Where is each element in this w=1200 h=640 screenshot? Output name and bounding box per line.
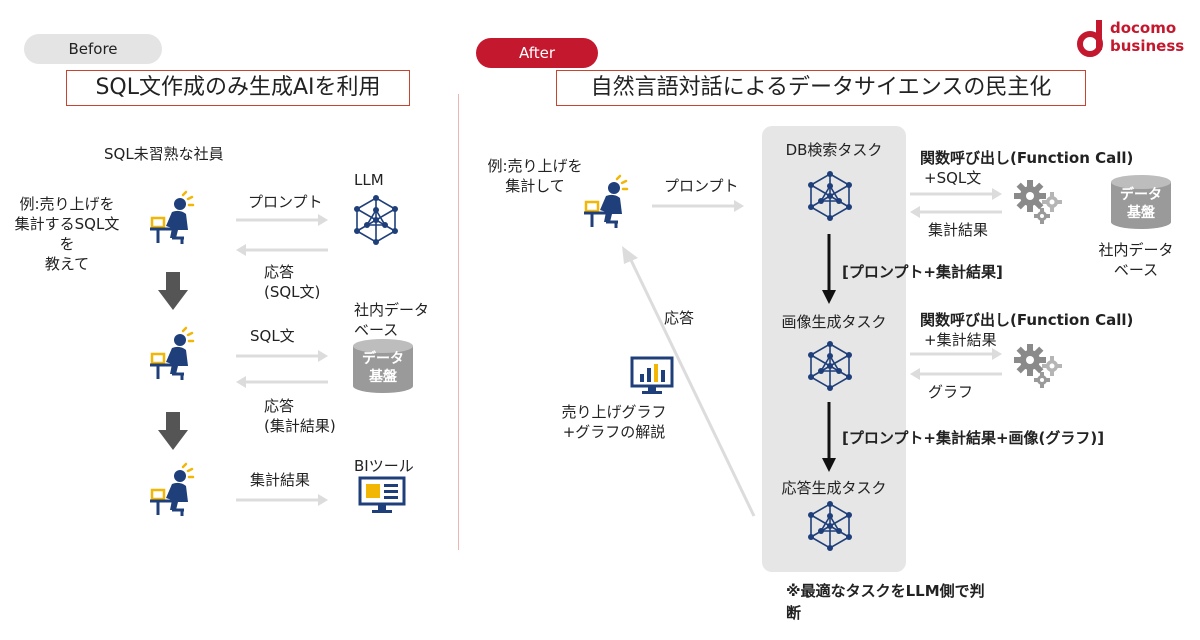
before-row2-send-label: SQL文 [250, 327, 295, 345]
llm-task-selection-note: ※最適なタスクをLLM側で判 断 [786, 580, 985, 624]
right-arrow-icon [236, 214, 328, 226]
task-db-search: DB検索タスク [785, 141, 883, 159]
after-tag: After [476, 38, 598, 68]
db-label: データ 基盤 [352, 350, 414, 386]
db-label-line: データ [362, 351, 404, 367]
neural-network-icon [808, 341, 852, 391]
person-at-laptop-icon [150, 462, 195, 516]
before-employee-caption: SQL未習熟な社員 [104, 145, 224, 163]
before-title: SQL文作成のみ生成AIを利用 [66, 70, 410, 106]
chart-monitor-icon [630, 356, 674, 394]
neural-network-icon [808, 171, 852, 221]
reply-line: (SQL文) [264, 283, 321, 301]
call1-title: 関数呼び出し(Function Call) [920, 149, 1134, 167]
section-divider [458, 94, 459, 550]
person-at-laptop-icon [584, 174, 629, 228]
before-tag: Before [24, 34, 162, 64]
after-response-label: 応答 [664, 309, 695, 327]
cylinder-shape-icon [353, 339, 413, 393]
db-label: データ 基盤 [1110, 186, 1172, 222]
database-cylinder-icon: データ 基盤 [1110, 174, 1172, 230]
before-row3-send-label: 集計結果 [250, 471, 311, 489]
down-arrow-icon [158, 412, 188, 450]
llm-label: LLM [354, 171, 384, 189]
person-at-laptop-icon [150, 326, 195, 380]
right-arrow-icon [236, 494, 328, 506]
right-arrow-icon [652, 200, 744, 212]
db-caption-line: 社内データ [354, 301, 430, 319]
person-at-laptop-icon [150, 190, 195, 244]
call1-sub: +SQL文 [924, 169, 982, 187]
request-line: を [59, 235, 75, 253]
left-arrow-icon [910, 206, 1002, 218]
gears-icon [1014, 180, 1062, 224]
task-image-generation: 画像生成タスク [781, 313, 887, 331]
database-cylinder-icon: データ 基盤 [352, 338, 414, 394]
down-arrow-icon [158, 272, 188, 310]
bi-dashboard-monitor-icon [358, 476, 406, 513]
right-arrow-icon [236, 350, 328, 362]
after-request-text: 例:売り上げを 集計して [480, 156, 590, 196]
note-line: ※最適なタスクをLLM側で判 [786, 582, 985, 600]
db-label-line: 基盤 [1127, 205, 1155, 221]
left-arrow-icon [236, 244, 328, 256]
db-caption-line: ベース [1113, 261, 1159, 279]
right-arrow-icon [910, 188, 1002, 200]
request-line: 集計するSQL文 [14, 215, 120, 233]
before-row1-send-label: プロンプト [248, 193, 323, 211]
flow-down-arrow-icon [822, 402, 836, 472]
db-label-line: データ [1120, 187, 1162, 203]
before-row2-reply: 応答 (集計結果) [264, 396, 336, 436]
gears-icon [1014, 344, 1062, 388]
flow2-label: [プロンプト+集計結果+画像(グラフ)] [842, 429, 1105, 447]
call1-reply: 集計結果 [928, 221, 989, 239]
after-prompt-label: プロンプト [664, 177, 739, 195]
request-line: 例:売り上げを [487, 157, 583, 175]
request-line: 集計して [505, 177, 565, 195]
task-response-generation: 応答生成タスク [781, 479, 887, 497]
docomo-business-logo: docomo business [1076, 16, 1186, 62]
reply-line: 応答 [264, 263, 295, 281]
neural-network-icon [808, 501, 852, 551]
bi-tool-label: BIツール [354, 457, 414, 475]
before-db-caption: 社内データ ベース [354, 300, 429, 340]
chart-caption-line: 売り上げグラフ [561, 403, 667, 421]
call2-reply: グラフ [928, 383, 974, 401]
diagonal-response-arrow-icon [622, 246, 756, 517]
after-chart-caption: 売り上げグラフ +グラフの解説 [554, 402, 674, 442]
note-line: 断 [786, 604, 802, 622]
logo-d-mark-icon [1077, 20, 1103, 57]
after-title: 自然言語対話によるデータサイエンスの民主化 [556, 70, 1086, 106]
before-request-text: 例:売り上げを 集計するSQL文 を 教えて [0, 194, 134, 274]
logo-line2: business [1110, 37, 1185, 55]
neural-network-icon [354, 195, 398, 245]
cylinder-shape-icon [1111, 175, 1171, 229]
reply-line: (集計結果) [264, 417, 336, 435]
request-line: 教えて [44, 255, 90, 273]
flow1-label: [プロンプト+集計結果] [842, 263, 1003, 281]
chart-caption-line: +グラフの解説 [562, 423, 666, 441]
db-caption-line: ベース [354, 321, 399, 339]
db-label-line: 基盤 [369, 369, 397, 385]
logo-line1: docomo [1110, 19, 1177, 37]
call2-sub: +集計結果 [924, 331, 997, 349]
after-db-caption: 社内データ ベース [1086, 240, 1186, 280]
flow-down-arrow-icon [822, 234, 836, 304]
reply-line: 応答 [264, 397, 295, 415]
db-caption-line: 社内データ [1098, 241, 1174, 259]
call2-title: 関数呼び出し(Function Call) [920, 311, 1134, 329]
before-row1-reply: 応答 (SQL文) [264, 262, 320, 302]
left-arrow-icon [910, 368, 1002, 380]
left-arrow-icon [236, 376, 328, 388]
request-line: 例:売り上げを [19, 195, 115, 213]
right-arrow-icon [910, 348, 1002, 360]
